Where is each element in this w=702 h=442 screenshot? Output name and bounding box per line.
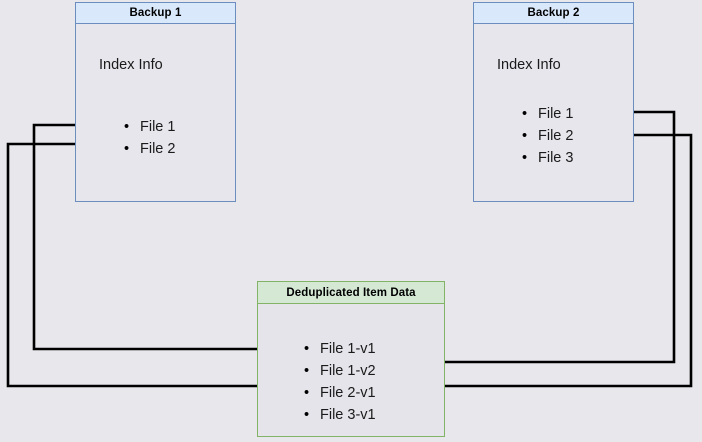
backup1-title: Backup 1 — [76, 3, 235, 24]
backup2-body: Index Info File 1 File 2 File 3 — [474, 24, 633, 201]
list-item[interactable]: File 3 — [522, 147, 573, 169]
list-item[interactable]: File 1-v2 — [304, 360, 376, 382]
backup1-file-list: File 1 File 2 — [124, 116, 175, 160]
deduplicated-item-data-body: File 1-v1 File 1-v2 File 2-v1 File 3-v1 — [258, 304, 444, 436]
list-item[interactable]: File 3-v1 — [304, 404, 376, 426]
backup1-body: Index Info File 1 File 2 — [76, 24, 235, 201]
deduplicated-item-data-title: Deduplicated Item Data — [258, 282, 444, 304]
backup1-box[interactable]: Backup 1 Index Info File 1 File 2 — [75, 2, 236, 202]
list-item[interactable]: File 2 — [522, 125, 573, 147]
list-item[interactable]: File 1-v1 — [304, 338, 376, 360]
backup2-file-list: File 1 File 2 File 3 — [522, 103, 573, 169]
backup2-title: Backup 2 — [474, 3, 633, 24]
list-item[interactable]: File 2-v1 — [304, 382, 376, 404]
dedup-item-list: File 1-v1 File 1-v2 File 2-v1 File 3-v1 — [304, 338, 376, 426]
list-item[interactable]: File 1 — [124, 116, 175, 138]
backup1-index-info-label: Index Info — [99, 57, 163, 73]
backup2-index-info-label: Index Info — [497, 57, 561, 73]
backup2-box[interactable]: Backup 2 Index Info File 1 File 2 File 3 — [473, 2, 634, 202]
list-item[interactable]: File 1 — [522, 103, 573, 125]
deduplicated-item-data-box[interactable]: Deduplicated Item Data File 1-v1 File 1-… — [257, 281, 445, 437]
list-item[interactable]: File 2 — [124, 138, 175, 160]
